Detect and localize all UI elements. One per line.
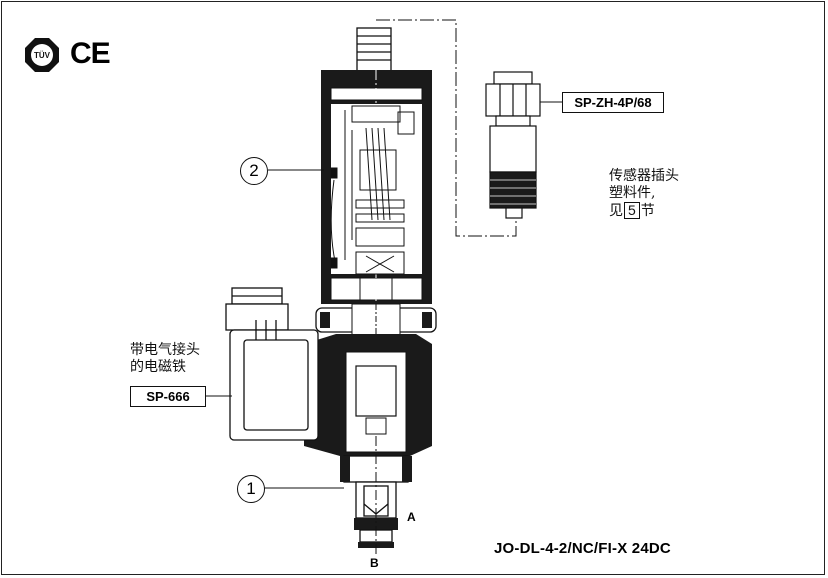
solenoid-body <box>304 334 432 456</box>
solenoid-note: 带电气接头 的电磁铁 <box>130 342 200 376</box>
sensor-plug-drawing <box>485 71 541 219</box>
leader-lines <box>206 101 562 489</box>
solenoid-note-line1: 带电气接头 <box>130 342 200 358</box>
callout-2: 2 <box>240 157 268 185</box>
section-reference: 5 <box>624 202 640 219</box>
port-b-label: B <box>370 556 379 570</box>
sensor-housing <box>321 70 432 304</box>
solenoid-part-label: SP-666 <box>130 386 206 407</box>
internal-electronics <box>330 105 415 275</box>
callout-1: 1 <box>237 475 265 503</box>
tuv-mark-text: TÜV <box>34 51 51 60</box>
valve-cartridge <box>340 436 412 556</box>
knurled-nut <box>315 303 437 337</box>
solenoid-plug-connector <box>225 287 319 441</box>
sensor-plug-note-line1: 传感器插头 <box>609 168 679 184</box>
port-a-label: A <box>407 510 416 524</box>
connector-leader-lines <box>376 19 517 237</box>
sensor-plug-note-line2: 塑料件, <box>609 185 656 201</box>
solenoid-note-line2: 的电磁铁 <box>130 359 186 375</box>
model-code: JO-DL-4-2/NC/FI-X 24DC <box>494 540 671 557</box>
tuv-seal-icon: TÜV <box>24 37 60 73</box>
ce-mark: CE <box>70 37 111 70</box>
connector-part-label: SP-ZH-4P/68 <box>562 92 664 113</box>
